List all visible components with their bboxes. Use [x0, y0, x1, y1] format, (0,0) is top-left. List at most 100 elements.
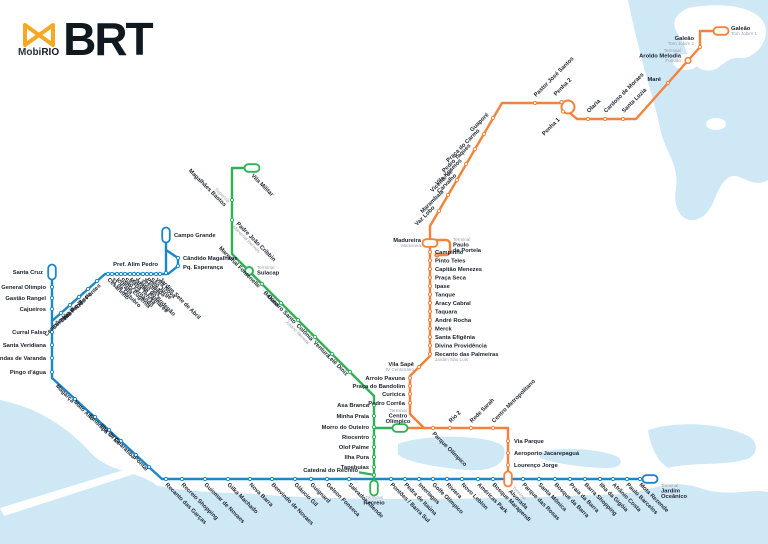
- station-Riocentro: [371, 434, 377, 440]
- station-label-Marechal Fontenelle: Marechal Fontenelle: [217, 246, 261, 290]
- station-Asa Branca: [371, 402, 377, 408]
- station-Merck: [427, 326, 433, 331]
- station-label-Outeiro Santo: Outeiro Santo: [265, 294, 297, 326]
- station-Vendas de Varanda: [49, 355, 55, 361]
- station-Largo do Bodegão: [135, 271, 141, 277]
- station-Guaporé: [490, 115, 496, 121]
- station-label-Riocentro: Riocentro: [342, 435, 370, 441]
- station-Centro Metropolitano: [490, 425, 496, 431]
- station-label-Centro Metropolitano: Centro Metropolitano: [491, 378, 537, 424]
- sulacap-loop: [244, 266, 254, 276]
- station-Cesarão II: [67, 302, 73, 308]
- station-label-Ilha Pura: Ilha Pura: [345, 455, 370, 461]
- station-Ilha de Guaratiba: [133, 452, 139, 458]
- station-Aracy Cabral: [427, 300, 433, 306]
- station-Santa Mônica: [536, 476, 542, 482]
- station-Vaz Lobo: [436, 208, 442, 214]
- station-Curicica: [407, 391, 413, 397]
- station-label-Divina Providência: Divina Providência: [435, 344, 488, 350]
- station-label-Praça Seca: Praça Seca: [435, 276, 467, 282]
- station-label-Curral Falso: Curral Falso: [12, 330, 46, 336]
- station-label-Galeão Tom Jobim 2: GaleãoTom Jobim 2: [668, 36, 694, 46]
- station-label-Morro do Outeiro: Morro do Outeiro: [322, 425, 370, 431]
- station-Pingo d'água: [49, 369, 55, 375]
- station-label-Terminal Aroldo Melodia: TerminalAroldo MelodiaFundão: [639, 48, 682, 63]
- mobirio-brt-logo: MobiRIO BRT: [18, 13, 154, 66]
- station-Paulo Barcelos: [624, 476, 630, 482]
- station-Jardim Sete de Abril: [157, 271, 163, 277]
- station-Tapebuias: [371, 464, 377, 470]
- station-label-Ilha de Guaratiba: Ilha de Guaratiba: [98, 423, 136, 461]
- station-Praça Seca: [427, 275, 433, 280]
- station-Lourenço Jorge: [505, 462, 511, 468]
- station-label-General Olímpio: General Olímpio: [1, 285, 46, 291]
- station-label-Vila Militar: Vila Militar: [250, 173, 275, 198]
- station-Bosque da Barra: [552, 476, 558, 482]
- station-label-André Rocha: André Rocha: [435, 318, 472, 324]
- station-Santa Cruz: [47, 263, 57, 281]
- station-Terminal Alvorada: [503, 470, 513, 488]
- station-André Rocha: [427, 317, 433, 323]
- station-label-Cajueiros: Cajueiros: [20, 307, 46, 313]
- station-Recanto das Palmeiras: [427, 351, 433, 357]
- station-Cardoso de Moraes: [602, 116, 608, 122]
- station-Galeão Tom Jobim 2: [697, 44, 703, 50]
- line-transcarioca: [406, 426, 510, 482]
- station-label-Terminal Recreio: TerminalRecreio: [363, 495, 385, 506]
- station-Rio 2: [447, 425, 453, 431]
- station-Afrânio Costa: [610, 476, 616, 482]
- station-label-Pedro Corrêa: Pedro Corrêa: [368, 401, 406, 407]
- station-label-Taquara: Taquara: [435, 310, 458, 316]
- station-Rede Sarah: [468, 425, 474, 431]
- station-Mota Rezende: [637, 476, 643, 482]
- station-Parque das Rosas: [520, 476, 526, 482]
- station-label-Campo Grande: Campo Grande: [174, 233, 216, 239]
- station-label-Pinto Teles: Pinto Teles: [435, 259, 466, 265]
- station-Minha Praia: [371, 413, 377, 419]
- station-Embrapa: [106, 427, 112, 433]
- station-Cesarinho: [105, 271, 111, 277]
- station-Cândido Magalhães: [175, 255, 181, 261]
- station-Parque Olímpico: [430, 425, 436, 431]
- station-Gelson Fonseca: [324, 476, 330, 482]
- station-Vila Nova: [153, 271, 159, 277]
- station-Pousada: [144, 271, 150, 277]
- station-Campinho: [427, 249, 433, 255]
- station-label-Pref. Alim Pedro: Pref. Alim Pedro: [113, 262, 158, 268]
- line-transcarioca: [434, 238, 452, 257]
- station-Galeão Tom Jobim 1: [712, 26, 730, 36]
- station-label-Aeroporto Jacarepaguá: Aeroporto Jacarepaguá: [514, 451, 580, 457]
- station-label-Magalhães Bastos: SuperViaMagalhães Bastos: [187, 164, 231, 208]
- station-label-Santa Veridiana: Santa Veridiana: [3, 343, 47, 349]
- station-label-Pq. Esperança: Pq. Esperança: [183, 265, 224, 271]
- portela-loop-end: [434, 252, 440, 258]
- station-Vila Kosmos: [463, 161, 469, 167]
- logo-mark: MobiRIO: [18, 22, 59, 58]
- station-Barra Shopping: [582, 476, 588, 482]
- station-Catedral do Recreio: [371, 472, 377, 478]
- station-Interlagos: [416, 476, 422, 482]
- station-Mato Alto: [92, 414, 98, 420]
- station-label-Tapebuias: Tapebuias: [341, 465, 369, 471]
- station-Ilha Pura: [371, 454, 377, 460]
- penha-loop: [560, 99, 576, 115]
- station-Pontões / Barra Sul: [388, 476, 394, 482]
- station-label-Santa Cruz: Santa Cruz: [13, 270, 43, 276]
- station-Olof Palme: [371, 444, 377, 450]
- station-Boiúna: [278, 300, 284, 306]
- station-Marambaia: [445, 192, 451, 198]
- station-label-Rio 2: Rio 2: [448, 410, 462, 424]
- brand-large: BRT: [63, 13, 154, 66]
- station-Cesarão III: [76, 294, 82, 300]
- station-Via Parque: [505, 438, 511, 444]
- station-CTEx: [118, 438, 124, 444]
- station-Capitão Menezes: [427, 266, 433, 272]
- station-label-Campinho: Campinho: [435, 250, 464, 256]
- station-General Olímpio: [49, 284, 55, 290]
- station-label-Vendas de Varanda: Vendas de Varanda: [0, 356, 47, 362]
- station-label-Terminal Paulo da Portela: TerminalPauloda Portela: [453, 237, 482, 254]
- station-Santa Eugênia: [118, 271, 124, 277]
